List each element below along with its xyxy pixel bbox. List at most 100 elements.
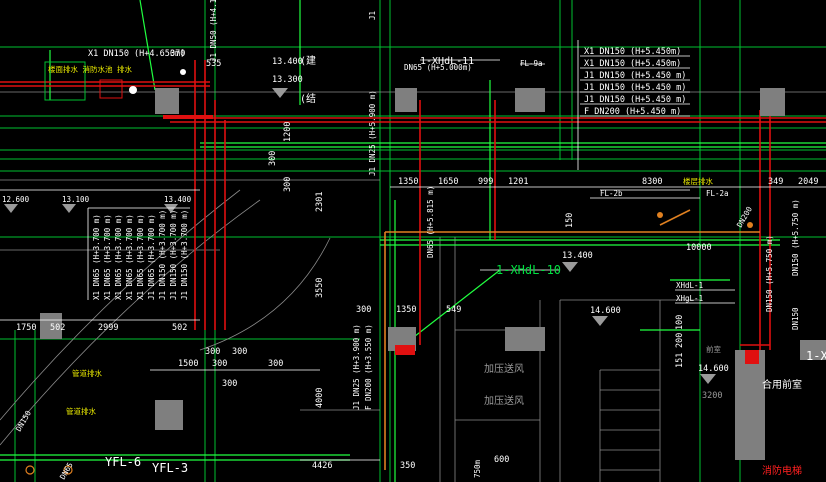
pipe-note-vertical: J1 DN150 (H+3.700 m) (169, 210, 178, 300)
dim-1350-mid: 1350 (396, 305, 416, 315)
valve-icon (180, 69, 186, 75)
dim-1200: 1200 (283, 122, 293, 142)
room-label-b: 加压送风 (484, 394, 524, 407)
drain-icon (25, 465, 35, 475)
label-f-dn200-low: F DN200 (H+3.550 m) (364, 324, 373, 410)
dim-1350-top: 1350 (398, 177, 418, 187)
label-xhdl-11: 1-XHdL-11 (420, 56, 474, 67)
leader-lines (0, 40, 826, 461)
dim-750m: 750m (473, 459, 482, 478)
dim-4000: 4000 (315, 388, 325, 408)
pipe-note-vertical: X1 DN65 (H+3.700 m) (136, 214, 145, 300)
label-535: 535 (206, 59, 221, 69)
dim-300-g: 300 (268, 359, 283, 369)
label-j1-dn50: J1 DN50 (H+4.100m) (209, 0, 218, 62)
elevation-13100: 13.100 (62, 195, 90, 204)
dim-1650: 1650 (438, 177, 458, 187)
label-j1-dn25-vertical: J1 DN25 (H+5.900 m) (368, 90, 377, 176)
dim-1750: 1750 (16, 323, 36, 333)
label-xhdl-10: 1-XHdL-10 (496, 263, 561, 277)
label-xhdl-1: XHdL-1 (676, 281, 703, 290)
pipe-note-vertical: J1 DN150 (H+3.700 m) (158, 210, 167, 300)
label-paren-jian: (建 (300, 54, 316, 67)
label-370: 370 (170, 49, 185, 59)
pipe-note-vertical: X1 DN65 (H+3.700 m) (125, 214, 134, 300)
dim-300-d: 300 (205, 347, 220, 357)
dim-502-a: 502 (50, 323, 65, 333)
pipe-note-vertical: J1 DN65 (H+3.700 m) (147, 214, 156, 300)
elevation-triangle-icon (4, 204, 18, 213)
label-j1-top: J1 (368, 11, 377, 20)
dim-2049: 2049 (798, 177, 818, 187)
label-dn150-vertical-b: DN150 (H+5.750 m) (791, 199, 800, 276)
elevation-13300: 13.300 (272, 75, 303, 85)
elevation-markers (4, 88, 716, 384)
pipe-note: J1 DN150 (H+5.450 m) (584, 71, 686, 81)
dim-8300: 8300 (642, 177, 662, 187)
elevation-triangle-icon (62, 204, 76, 213)
dim-3550: 3550 (315, 278, 325, 298)
label-dn65-vertical: DN65 (H+5.815 m) (426, 186, 435, 258)
label-fl2a: FL-2a (706, 189, 729, 198)
pipe-note-vertical: J1 DN150 (H+3.700 m) (180, 210, 189, 300)
dim-100: 100 (675, 315, 685, 330)
dim-300-c: 300 (356, 305, 371, 315)
elevation-triangle-icon (272, 88, 288, 98)
dim-1201: 1201 (508, 177, 528, 187)
fixtures (25, 61, 759, 475)
elevation-14600-a: 14.600 (590, 306, 621, 316)
dim-300-h: 300 (222, 379, 237, 389)
elevation-triangle-icon (562, 262, 578, 272)
elevation-triangle-icon (592, 316, 608, 326)
column-blocks (40, 88, 826, 460)
note-top-left: 楼面排水 消防水池 排水 (48, 64, 133, 74)
label-fl2b: FL-2b (600, 189, 623, 198)
dim-300-e: 300 (232, 347, 247, 357)
label-top-x1: X1 DN150 (H+4.650m) (88, 49, 185, 59)
dim-549: 549 (446, 305, 461, 315)
dim-502-b: 502 (172, 323, 187, 333)
pipe-note: X1 DN150 (H+5.450m) (584, 47, 681, 57)
red-pipes (0, 60, 826, 350)
dim-2999: 2999 (98, 323, 118, 333)
room-label-c: 合用前室 (762, 378, 802, 391)
pipe-note: X1 DN150 (H+5.450m) (584, 59, 681, 69)
pipe-note: J1 DN150 (H+5.450 m) (584, 83, 686, 93)
dim-999: 999 (478, 177, 493, 187)
elevation-13400-top: 13.400 (272, 57, 303, 67)
dim-349: 349 (768, 177, 783, 187)
valve-icon (129, 86, 137, 94)
room-label-d: 前室 (706, 344, 721, 354)
dim-600: 600 (494, 455, 509, 465)
dim-4426: 4426 (312, 461, 332, 471)
label-j1-dn25-low: J1 DN25 (H+3.900 m) (352, 324, 361, 410)
room-label-e: 消防电梯 (762, 464, 802, 477)
label-yfl-6: YFL-6 (105, 455, 141, 469)
label-dn150-vertical-a: DN150 (H+5.750 m) (765, 235, 774, 312)
drain-icon (747, 222, 753, 228)
elevation-13400-mid: 13.400 (562, 251, 593, 261)
label-paren-zhu: (结 (300, 92, 316, 105)
dim-1500: 1500 (178, 359, 198, 369)
elevation-triangle-icon (700, 374, 716, 384)
note-left-a: 管道排水 (72, 368, 102, 378)
note-left-b: 管道排水 (66, 406, 96, 416)
label-yfl-3: YFL-3 (152, 461, 188, 475)
label-dn150-vertical-c: DN150 (791, 307, 800, 330)
dim-150: 150 (565, 213, 575, 228)
dim-151: 151 (675, 353, 685, 368)
pipe-note-vertical: X1 DN65 (H+3.700 m) (103, 214, 112, 300)
dim-300-b: 300 (283, 177, 293, 192)
drain-icon (657, 212, 663, 218)
dim-200: 200 (675, 333, 685, 348)
pipe-note: F DN200 (H+5.450 m) (584, 107, 681, 117)
dim-2301: 2301 (315, 192, 325, 212)
pipe-note-list: X1 DN150 (H+5.450m) X1 DN150 (H+5.450m) … (584, 47, 686, 117)
dim-300-a: 300 (268, 151, 278, 166)
label-1x: 1-X (806, 349, 826, 363)
drain-icon (63, 465, 73, 475)
elevation-12600: 12.600 (2, 195, 30, 204)
